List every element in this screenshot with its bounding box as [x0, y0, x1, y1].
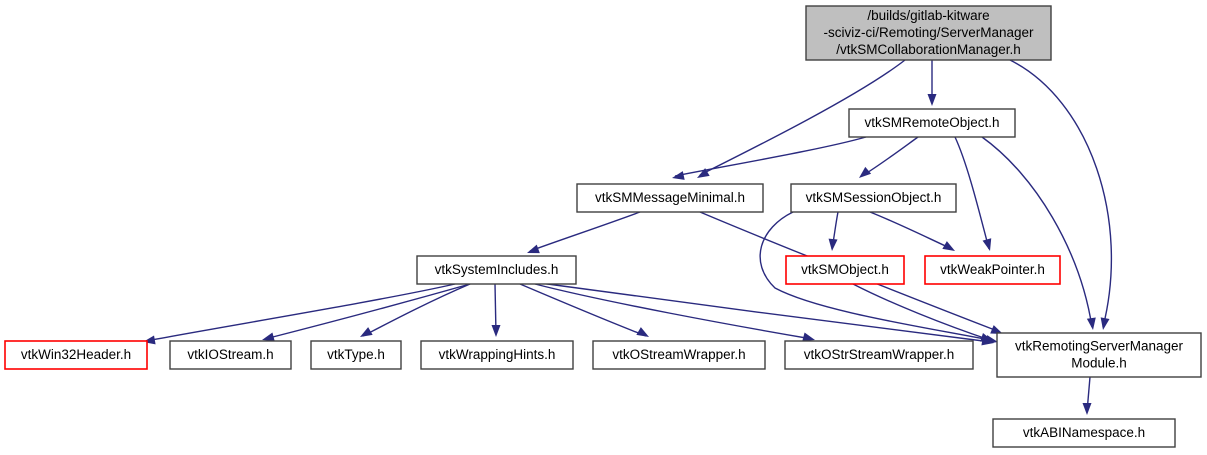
node-box-ostreamwrapper[interactable]	[592, 340, 766, 370]
graph-node-vtktype[interactable]: vtkType.h	[310, 340, 402, 370]
graph-node-ostrstreamwrapper[interactable]: vtkOStrStreamWrapper.h	[784, 340, 974, 370]
node-box-root[interactable]	[805, 5, 1052, 61]
node-box-messageminimal[interactable]	[576, 183, 764, 213]
edge-systemincludes-to-iostream	[264, 283, 471, 340]
node-box-ostrstreamwrapper[interactable]	[784, 340, 974, 370]
arrowhead-remoteobject-weakpointer	[982, 238, 992, 251]
graph-node-wrappinghints[interactable]: vtkWrappingHints.h	[420, 340, 574, 370]
node-label-remoteobject: vtkSMRemoteObject.h	[864, 115, 999, 130]
node-box-remotingmodule[interactable]	[996, 332, 1202, 378]
arrowhead-systemincludes-remotingmodule	[981, 336, 994, 346]
graph-node-smobject[interactable]: vtkSMObject.h	[785, 255, 905, 285]
arrowhead-remotingmodule-abinamespace	[1082, 403, 1092, 415]
node-box-iostream[interactable]	[169, 340, 292, 370]
arrowhead-remoteobject-messageminimal	[672, 171, 685, 180]
edge-root-to-messageminimal	[699, 59, 906, 176]
node-label-ostrstreamwrapper: vtkOStrStreamWrapper.h	[804, 347, 955, 362]
graph-node-weakpointer[interactable]: vtkWeakPointer.h	[924, 255, 1061, 285]
edge-systemincludes-to-ostrstreamwrapper	[534, 283, 813, 340]
arrowhead-root-remotingmodule	[1100, 317, 1110, 330]
edge-sessionobject-to-remotingmodule	[759, 211, 996, 342]
graph-node-systemincludes[interactable]: vtkSystemIncludes.h	[416, 255, 577, 285]
edge-root-to-remotingmodule	[1009, 59, 1113, 328]
node-box-remoteobject[interactable]	[848, 108, 1016, 138]
node-label-weakpointer: vtkWeakPointer.h	[940, 262, 1045, 277]
graph-node-win32header[interactable]: vtkWin32Header.h	[4, 340, 148, 370]
graph-node-messageminimal[interactable]: vtkSMMessageMinimal.h	[576, 183, 764, 213]
edge-systemincludes-to-win32header	[145, 283, 456, 342]
edge-remoteobject-to-sessionobject	[861, 136, 919, 177]
graph-node-root[interactable]: /builds/gitlab-kitware-sciviz-ci/Remotin…	[805, 5, 1052, 61]
node-box-smobject[interactable]	[785, 255, 905, 285]
node-label-root: /builds/gitlab-kitware-sciviz-ci/Remotin…	[823, 8, 1034, 57]
node-label-iostream: vtkIOStream.h	[187, 347, 273, 362]
edge-systemincludes-to-remotingmodule	[539, 282, 992, 343]
arrowhead-systemincludes-ostreamwrapper	[636, 327, 649, 337]
arrowhead-sessionobject-smobject	[828, 238, 838, 251]
edge-messageminimal-to-systemincludes	[529, 211, 641, 252]
node-label-sessionobject: vtkSMSessionObject.h	[806, 190, 942, 205]
arrowhead-systemincludes-iostream	[262, 332, 275, 342]
arrowhead-sessionobject-weakpointer	[942, 241, 955, 251]
edge-remoteobject-to-weakpointer	[954, 136, 990, 250]
node-box-win32header[interactable]	[4, 340, 148, 370]
node-box-systemincludes[interactable]	[416, 255, 577, 285]
edge-remoteobject-to-messageminimal	[674, 136, 867, 177]
node-box-wrappinghints[interactable]	[420, 340, 574, 370]
arrowhead-root-messageminimal	[697, 168, 710, 178]
node-label-systemincludes: vtkSystemIncludes.h	[435, 262, 559, 277]
graph-node-sessionobject[interactable]: vtkSMSessionObject.h	[790, 183, 957, 213]
edge-smobject-to-remotingmodule	[852, 283, 991, 341]
edge-systemincludes-to-ostreamwrapper	[519, 283, 647, 337]
arrowhead-remoteobject-remotingmodule	[1086, 317, 1096, 330]
node-label-ostreamwrapper: vtkOStreamWrapper.h	[612, 347, 745, 362]
arrowhead-systemincludes-vtktype	[360, 327, 373, 337]
arrowhead-messageminimal-remotingmodule	[990, 325, 1003, 334]
arrowhead-remoteobject-sessionobject	[859, 166, 872, 178]
node-box-sessionobject[interactable]	[790, 183, 957, 213]
arrowhead-systemincludes-wrappinghints	[491, 325, 501, 337]
node-label-vtktype: vtkType.h	[327, 347, 385, 362]
node-label-win32header: vtkWin32Header.h	[21, 347, 131, 362]
node-label-messageminimal: vtkSMMessageMinimal.h	[595, 190, 745, 205]
nodes-layer: /builds/gitlab-kitware-sciviz-ci/Remotin…	[4, 5, 1202, 448]
edges-layer	[145, 59, 1113, 413]
edge-remoteobject-to-remotingmodule	[981, 136, 1093, 328]
graph-node-ostreamwrapper[interactable]: vtkOStreamWrapper.h	[592, 340, 766, 370]
edge-systemincludes-to-vtktype	[362, 283, 471, 337]
graph-node-abinamespace[interactable]: vtkABINamespace.h	[992, 418, 1176, 448]
node-box-abinamespace[interactable]	[992, 418, 1176, 448]
arrowhead-messageminimal-systemincludes	[527, 244, 540, 254]
graph-node-iostream[interactable]: vtkIOStream.h	[169, 340, 292, 370]
arrowhead-systemincludes-ostrstreamwrapper	[802, 332, 815, 342]
node-label-abinamespace: vtkABINamespace.h	[1023, 425, 1145, 440]
arrowhead-root-remoteobject	[927, 94, 937, 106]
node-box-vtktype[interactable]	[310, 340, 402, 370]
graph-node-remoteobject[interactable]: vtkSMRemoteObject.h	[848, 108, 1016, 138]
node-label-smobject: vtkSMObject.h	[801, 262, 889, 277]
edge-sessionobject-to-weakpointer	[869, 211, 953, 250]
node-label-wrappinghints: vtkWrappingHints.h	[439, 347, 556, 362]
node-box-weakpointer[interactable]	[924, 255, 1061, 285]
